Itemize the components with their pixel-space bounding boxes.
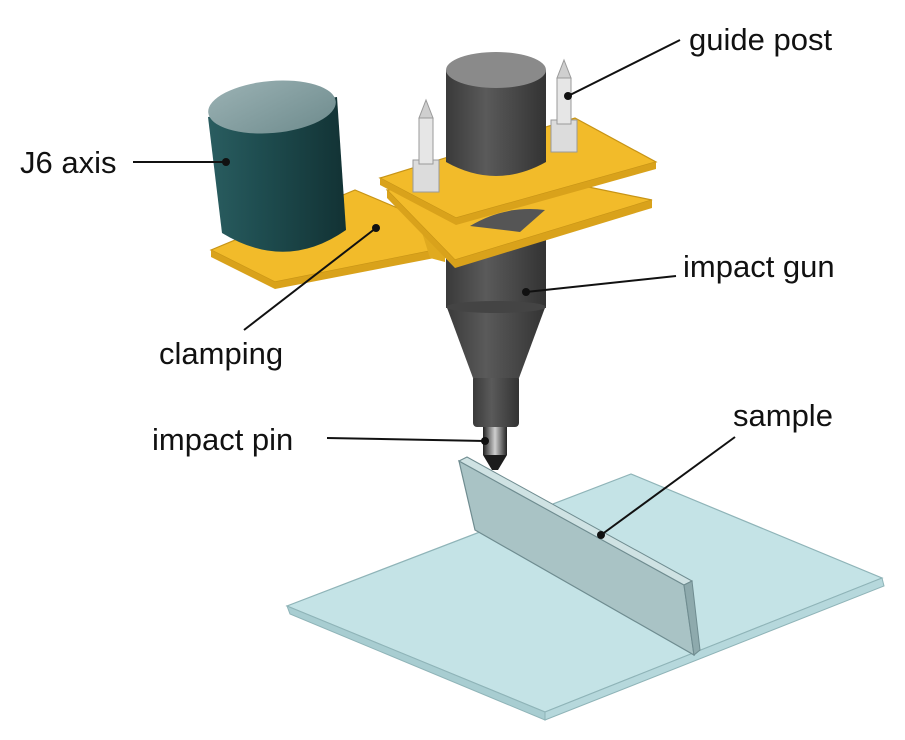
label-j6-axis: J6 axis [20, 145, 116, 180]
label-impact-pin: impact pin [152, 422, 293, 457]
base-plate [285, 473, 885, 721]
label-sample: sample [733, 398, 833, 433]
j6-axis-motor [208, 80, 346, 252]
guide-post-left [412, 98, 440, 193]
sample-plate [457, 456, 701, 657]
impact-gun [446, 240, 546, 427]
label-impact-gun: impact gun [683, 249, 835, 284]
leader-lines [133, 39, 736, 539]
guide-post-right [550, 58, 578, 153]
gun-top-cylinder [446, 52, 546, 176]
label-guide-post: guide post [689, 22, 832, 57]
label-clamping: clamping [159, 336, 283, 371]
impact-pin [483, 425, 507, 470]
